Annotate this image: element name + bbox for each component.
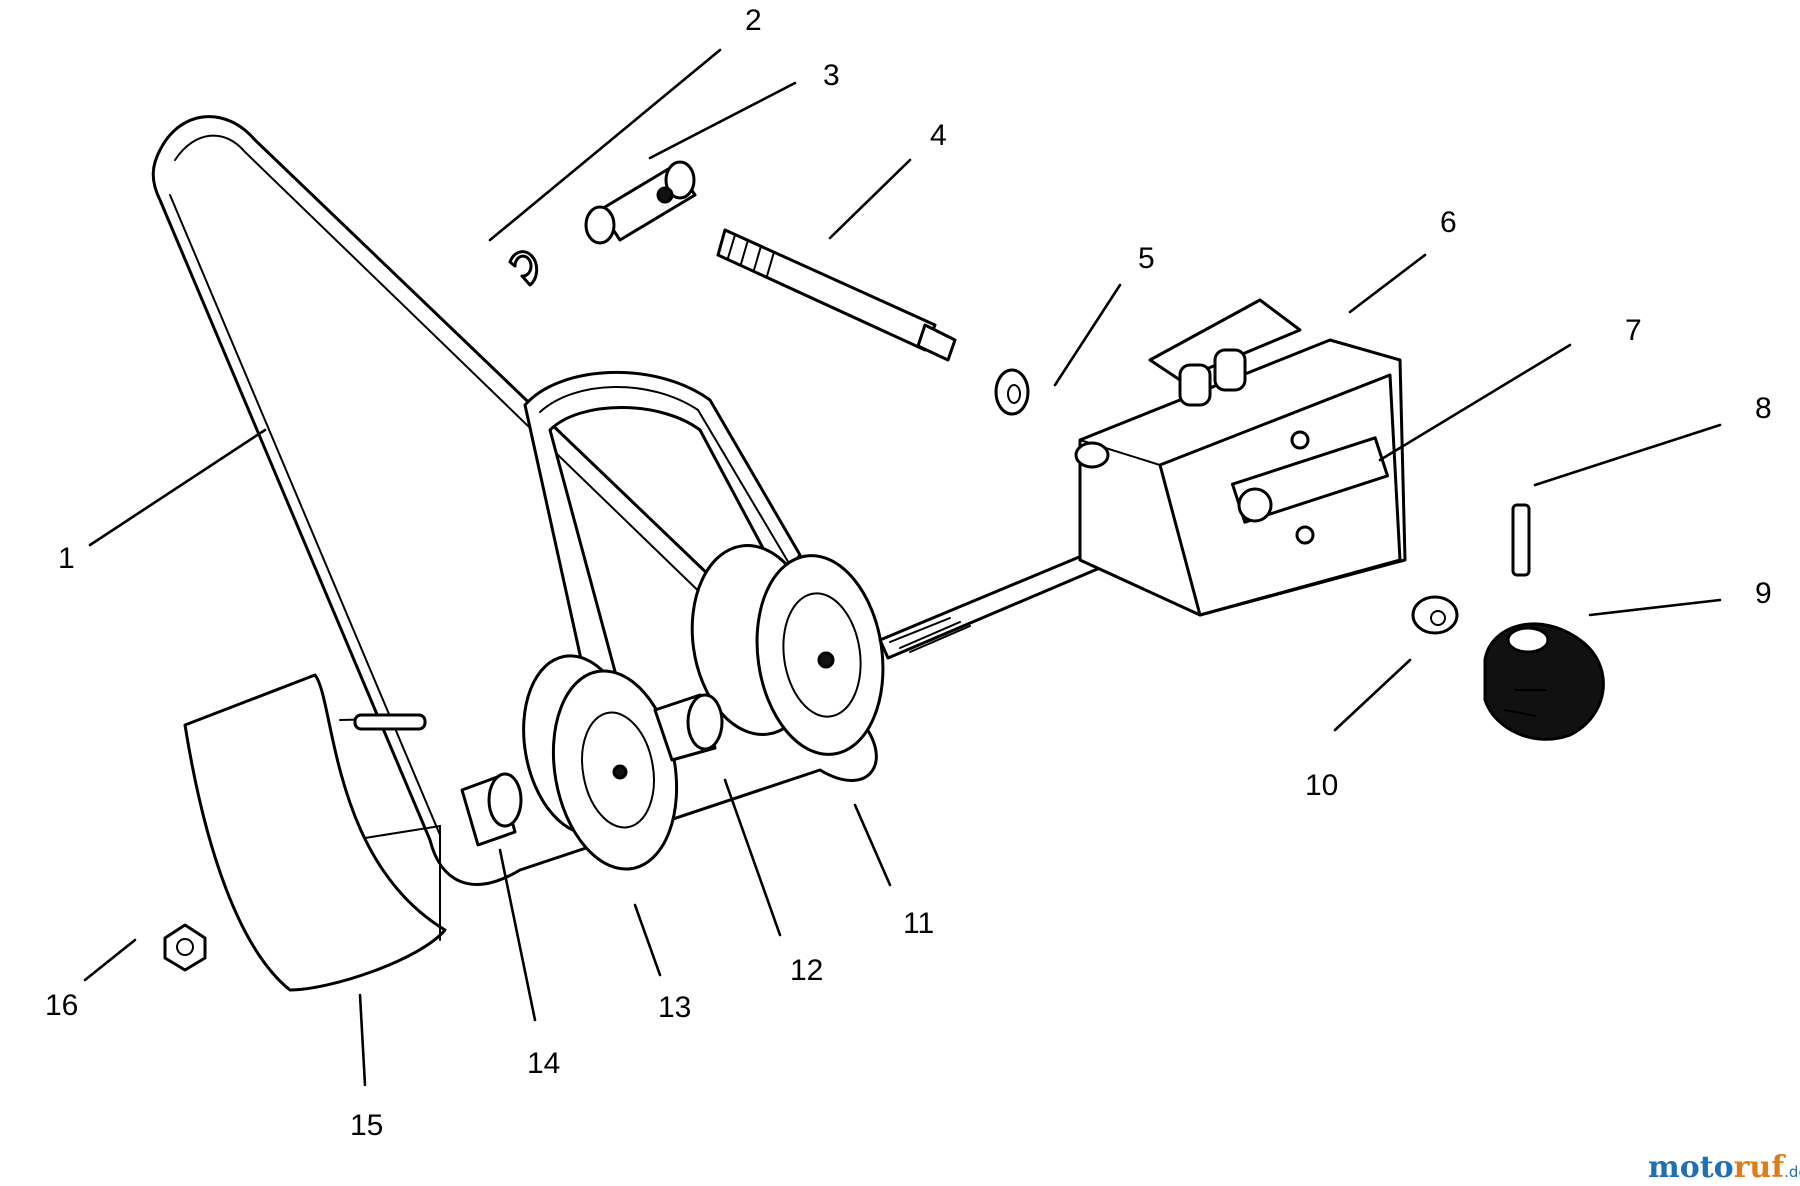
watermark-suffix: .de [1784, 1163, 1800, 1181]
watermark-logo: motoruf.de [1648, 1150, 1800, 1185]
washer-10 [1411, 595, 1459, 635]
leader-12 [723, 778, 782, 937]
spacer-12 [653, 693, 724, 762]
leader-4 [828, 158, 912, 240]
callout-10: 10 [1305, 769, 1338, 802]
retaining-ring-2 [508, 250, 539, 287]
leader-5 [1053, 283, 1122, 387]
pulley-small [522, 654, 679, 871]
callout-6: 6 [1440, 206, 1457, 239]
pin-8 [1511, 503, 1531, 577]
leader-16 [83, 938, 137, 982]
callout-16: 16 [45, 989, 78, 1022]
leader-11 [853, 803, 892, 887]
leader-lines [83, 48, 1722, 1087]
leader-3 [648, 81, 797, 160]
leader-14 [498, 848, 537, 1022]
knob-9 [1483, 622, 1605, 741]
callout-12: 12 [790, 954, 823, 987]
pulley-large [690, 544, 885, 756]
callout-14: 14 [527, 1047, 560, 1080]
leader-9 [1588, 598, 1722, 617]
washer-5 [994, 368, 1030, 416]
belt-guard [183, 673, 447, 992]
callout-15: 15 [350, 1109, 383, 1142]
leader-15 [358, 993, 367, 1087]
callout-3: 3 [823, 59, 840, 92]
callout-13: 13 [658, 991, 691, 1024]
v-belt-small [523, 370, 802, 702]
leader-1 [88, 428, 267, 547]
leader-13 [633, 903, 662, 977]
leader-8 [1533, 423, 1722, 487]
nut-16 [163, 923, 207, 972]
leader-6 [1348, 253, 1427, 314]
svg-text:motoruf.de: motoruf.de [1648, 1150, 1800, 1185]
callout-2: 2 [745, 4, 762, 37]
watermark-part2: ruf [1734, 1150, 1787, 1185]
housing [1074, 298, 1407, 617]
trunnion-3 [584, 160, 697, 245]
watermark-part1: moto [1648, 1150, 1734, 1185]
callout-9: 9 [1755, 577, 1772, 610]
callout-labels: 1 2 3 4 5 6 7 8 9 10 11 12 13 14 15 16 [45, 4, 1772, 1142]
spacer-14 [460, 772, 523, 847]
callout-5: 5 [1138, 242, 1155, 275]
leader-7 [1378, 343, 1572, 462]
callout-1: 1 [58, 542, 75, 575]
callout-7: 7 [1625, 314, 1642, 347]
callout-4: 4 [930, 119, 947, 152]
threaded-rod-4 [716, 228, 957, 362]
callout-11: 11 [903, 907, 934, 940]
callout-8: 8 [1755, 392, 1772, 425]
leader-2 [488, 48, 722, 242]
leader-10 [1333, 658, 1412, 732]
